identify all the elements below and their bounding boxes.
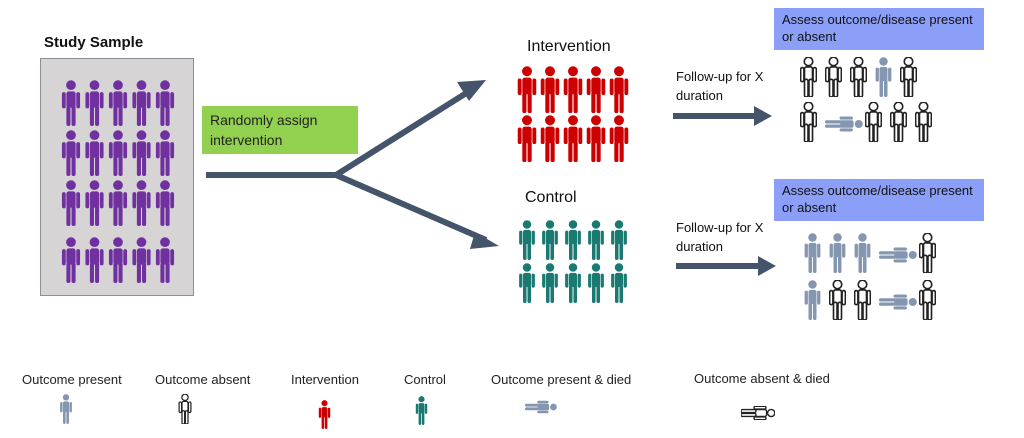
intervention-person-icon: [517, 115, 537, 162]
control-outcomes: [804, 233, 936, 320]
follow-up-label-control: Follow-up for X duration: [676, 220, 764, 254]
sample-person-icon: [85, 237, 104, 283]
control-person-icon: [542, 263, 558, 303]
control-people: [519, 220, 627, 303]
sample-person-icon: [108, 180, 128, 226]
sample-person-icon: [61, 80, 81, 126]
arrow-to-control: [334, 172, 488, 243]
intervention-person-icon: [563, 115, 583, 162]
arrowhead-intervention: [457, 80, 486, 101]
legend-control-label: Control: [404, 372, 446, 387]
assess-outcome-box-intervention: Assess outcome/disease present or absent: [774, 8, 984, 50]
sample-person-icon: [155, 237, 175, 283]
control-person-icon: [519, 263, 535, 303]
outcome-absent-icon: [890, 102, 907, 142]
intervention-person-icon: [586, 66, 606, 113]
outcome-absent-icon: [850, 57, 867, 97]
outcome-present-icon: [804, 280, 821, 320]
intervention-group-label: Intervention: [527, 38, 611, 55]
control-person-icon: [542, 220, 558, 260]
outcome-present-icon: [854, 233, 871, 273]
legend-outcome-absent-died-icon: [741, 406, 775, 420]
outcome-absent-icon: [800, 57, 817, 97]
legend-outcome-present-died-label: Outcome present & died: [491, 372, 632, 387]
sample-person-icon: [155, 180, 175, 226]
intervention-person-icon: [609, 66, 629, 113]
sample-person-icon: [108, 130, 128, 176]
sample-person-icon: [85, 130, 104, 176]
sample-person-icon: [61, 180, 81, 226]
sample-person-icon: [108, 80, 128, 126]
outcome-absent-icon: [865, 102, 882, 142]
outcome-absent-icon: [829, 280, 846, 320]
sample-person-icon: [85, 80, 104, 126]
legend-outcome-absent-label: Outcome absent: [155, 372, 251, 387]
legend-outcome-absent-died-label: Outcome absent & died: [694, 371, 830, 386]
sample-person-icon: [108, 237, 128, 283]
outcome-absent-icon: [825, 57, 842, 97]
sample-person-icon: [61, 130, 81, 176]
control-group-label: Control: [525, 189, 577, 206]
outcome-present-died-icon: [879, 294, 917, 310]
sample-person-icon: [132, 180, 151, 226]
outcome-absent-icon: [919, 280, 936, 320]
intervention-person-icon: [540, 115, 560, 162]
study-sample-title: Study Sample: [44, 34, 144, 51]
intervention-person-icon: [586, 115, 606, 162]
legend-intervention-icon: [318, 400, 331, 429]
control-person-icon: [565, 263, 581, 303]
follow-up-label-intervention: Follow-up for X duration: [676, 69, 764, 103]
intervention-person-icon: [517, 66, 537, 113]
control-person-icon: [611, 220, 627, 260]
legend-control-icon: [415, 396, 428, 425]
outcome-absent-icon: [915, 102, 932, 142]
arrowhead-follow-intervention: [754, 106, 772, 126]
outcome-absent-icon: [919, 233, 936, 273]
outcome-present-icon: [829, 233, 846, 273]
arrow-to-intervention: [334, 89, 470, 178]
legend-intervention-label: Intervention: [291, 372, 359, 387]
arrowhead-follow-control: [758, 256, 776, 276]
outcome-present-icon: [875, 57, 892, 97]
sample-person-icon: [132, 80, 151, 126]
legend-outcome-present-label: Outcome present: [22, 372, 122, 387]
sample-person-icon: [132, 237, 151, 283]
control-person-icon: [565, 220, 581, 260]
legend-outcome-absent-icon: [178, 394, 192, 424]
sample-person-icon: [61, 237, 81, 283]
intervention-people: [517, 66, 629, 162]
legend-outcome-present-died-icon: [525, 400, 557, 414]
control-person-icon: [588, 263, 604, 303]
intervention-person-icon: [609, 115, 629, 162]
study-sample-people: [61, 80, 175, 283]
outcome-absent-icon: [854, 280, 871, 320]
outcome-absent-icon: [800, 102, 817, 142]
intervention-person-icon: [563, 66, 583, 113]
control-person-icon: [588, 220, 604, 260]
sample-person-icon: [155, 130, 175, 176]
intervention-outcomes: [800, 57, 932, 142]
randomly-assign-box: Randomly assign intervention: [202, 106, 358, 154]
legend-icons: [60, 394, 775, 429]
sample-person-icon: [132, 130, 151, 176]
outcome-absent-icon: [900, 57, 917, 97]
intervention-person-icon: [540, 66, 560, 113]
control-person-icon: [611, 263, 627, 303]
outcome-present-died-icon: [879, 247, 917, 263]
sample-person-icon: [155, 80, 175, 126]
assess-outcome-box-control: Assess outcome/disease present or absent: [774, 179, 984, 221]
legend-outcome-present-icon: [60, 394, 72, 424]
branch-arrows: [206, 89, 760, 269]
arrowhead-control: [470, 232, 499, 249]
outcome-present-died-icon: [825, 116, 863, 132]
sample-person-icon: [85, 180, 104, 226]
control-person-icon: [519, 220, 535, 260]
outcome-present-icon: [804, 233, 821, 273]
